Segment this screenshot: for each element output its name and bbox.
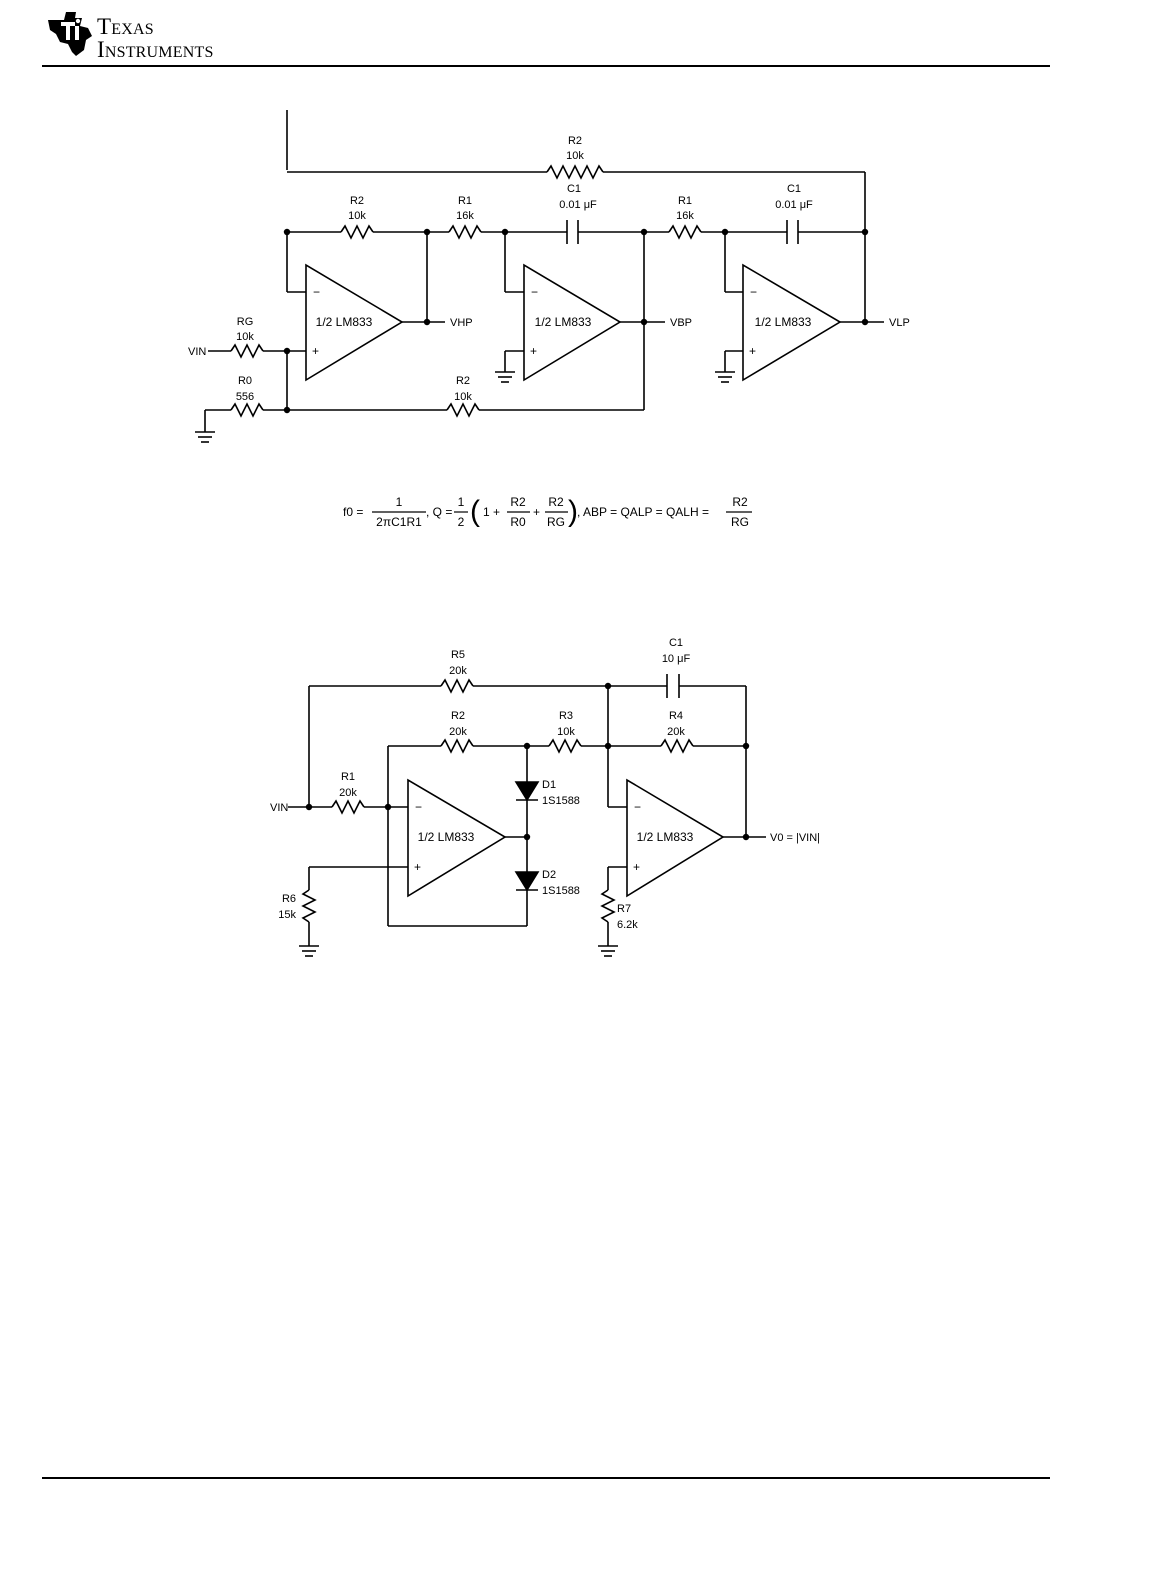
- vout-label: V0 = |VIN|: [770, 832, 820, 844]
- eq-t1-den: R0: [510, 515, 526, 529]
- d2-name: D2: [542, 869, 556, 881]
- c1-b-value: 0.01 μF: [775, 199, 813, 211]
- r6-name: R6: [282, 893, 296, 905]
- page-header: Texas Instruments: [0, 0, 1172, 70]
- filter-equation: f0 = 1 2πC1R1 , Q = 1 2 ( 1 + R2 R0 + R2…: [343, 495, 752, 529]
- r2-value: 20k: [449, 726, 467, 738]
- r1-a-value: 16k: [456, 210, 474, 222]
- r1-b-value: 16k: [676, 210, 694, 222]
- amp2-label: 1/2 LM833: [535, 315, 592, 329]
- brand-name-line1: Texas: [97, 14, 154, 39]
- amp2-minus: −: [634, 800, 641, 814]
- amp3-plus: +: [749, 344, 756, 358]
- eq-paren-close: ): [568, 495, 578, 528]
- eq-q-num: 1: [458, 495, 465, 509]
- eq-f0: f0 =: [343, 505, 363, 519]
- amp1-label: 1/2 LM833: [316, 315, 373, 329]
- amp3-label: 1/2 LM833: [755, 315, 812, 329]
- r6-value: 15k: [278, 909, 296, 921]
- eq-gain-den: RG: [731, 515, 749, 529]
- eq-f0-den: 2πC1R1: [376, 515, 422, 529]
- d1-name: D1: [542, 779, 556, 791]
- amp3-minus: −: [750, 285, 757, 299]
- r1-a-name: R1: [458, 195, 472, 207]
- r2-bottom-value: 10k: [454, 391, 472, 403]
- r2-top-name: R2: [568, 135, 582, 147]
- amp2-plus: +: [633, 860, 640, 874]
- rg-value: 10k: [236, 331, 254, 343]
- eq-gain-num: R2: [732, 495, 748, 509]
- vlp-label: VLP: [889, 317, 910, 329]
- brand-name-line2: Instruments: [97, 37, 214, 62]
- r4-name: R4: [669, 710, 683, 722]
- r2-a-value: 10k: [348, 210, 366, 222]
- vin-label: VIN: [188, 346, 206, 358]
- r2-name: R2: [451, 710, 465, 722]
- amp1-plus: +: [414, 860, 421, 874]
- r3-name: R3: [559, 710, 573, 722]
- amp1-minus: −: [415, 800, 422, 814]
- eq-one-plus: 1 +: [483, 505, 500, 519]
- r0-name: R0: [238, 375, 252, 387]
- rg-name: RG: [237, 316, 254, 328]
- amp2-label: 1/2 LM833: [637, 830, 694, 844]
- eq-q: , Q =: [426, 505, 452, 519]
- amp2-minus: −: [531, 285, 538, 299]
- eq-plus: +: [533, 505, 540, 519]
- r5-value: 20k: [449, 665, 467, 677]
- c1-b-name: C1: [787, 183, 801, 195]
- c1-a-value: 0.01 μF: [559, 199, 597, 211]
- r3-value: 10k: [557, 726, 575, 738]
- vhp-label: VHP: [450, 317, 473, 329]
- eq-t2-num: R2: [548, 495, 564, 509]
- eq-f0-num: 1: [396, 495, 403, 509]
- amp1-label: 1/2 LM833: [418, 830, 475, 844]
- ti-logo-icon: [48, 12, 92, 56]
- r2-bottom-name: R2: [456, 375, 470, 387]
- r1-b-name: R1: [678, 195, 692, 207]
- eq-paren-open: (: [470, 495, 480, 528]
- amp1-plus: +: [312, 344, 319, 358]
- vin-label: VIN: [270, 802, 288, 814]
- r2-top-value: 10k: [566, 150, 584, 162]
- r1-name: R1: [341, 771, 355, 783]
- r2-a-name: R2: [350, 195, 364, 207]
- amp1-minus: −: [313, 285, 320, 299]
- eq-t2-den: RG: [547, 515, 565, 529]
- c1-value: 10 μF: [662, 653, 691, 665]
- d1-value: 1S1588: [542, 795, 580, 807]
- r4-value: 20k: [667, 726, 685, 738]
- r7-name: R7: [617, 903, 631, 915]
- r7-value: 6.2k: [617, 919, 638, 931]
- d2-value: 1S1588: [542, 885, 580, 897]
- c1-a-name: C1: [567, 183, 581, 195]
- full-wave-rectifier-schematic: R5 20k C1 10 μF R2 20k R3 10k R4 20k R1 …: [270, 637, 820, 957]
- eq-abp: , ABP = QALP = QALH =: [577, 505, 709, 519]
- eq-q-den: 2: [458, 515, 465, 529]
- header-divider: [42, 65, 1050, 67]
- amp2-plus: +: [530, 344, 537, 358]
- r5-name: R5: [451, 649, 465, 661]
- state-variable-filter-schematic: R2 10k R2 10k R1 16k C1 0.01 μF R1 16k C…: [188, 110, 910, 443]
- c1-name: C1: [669, 637, 683, 649]
- footer-divider: [42, 1477, 1050, 1479]
- vbp-label: VBP: [670, 317, 692, 329]
- r0-value: 556: [236, 391, 254, 403]
- r1-value: 20k: [339, 787, 357, 799]
- eq-t1-num: R2: [510, 495, 526, 509]
